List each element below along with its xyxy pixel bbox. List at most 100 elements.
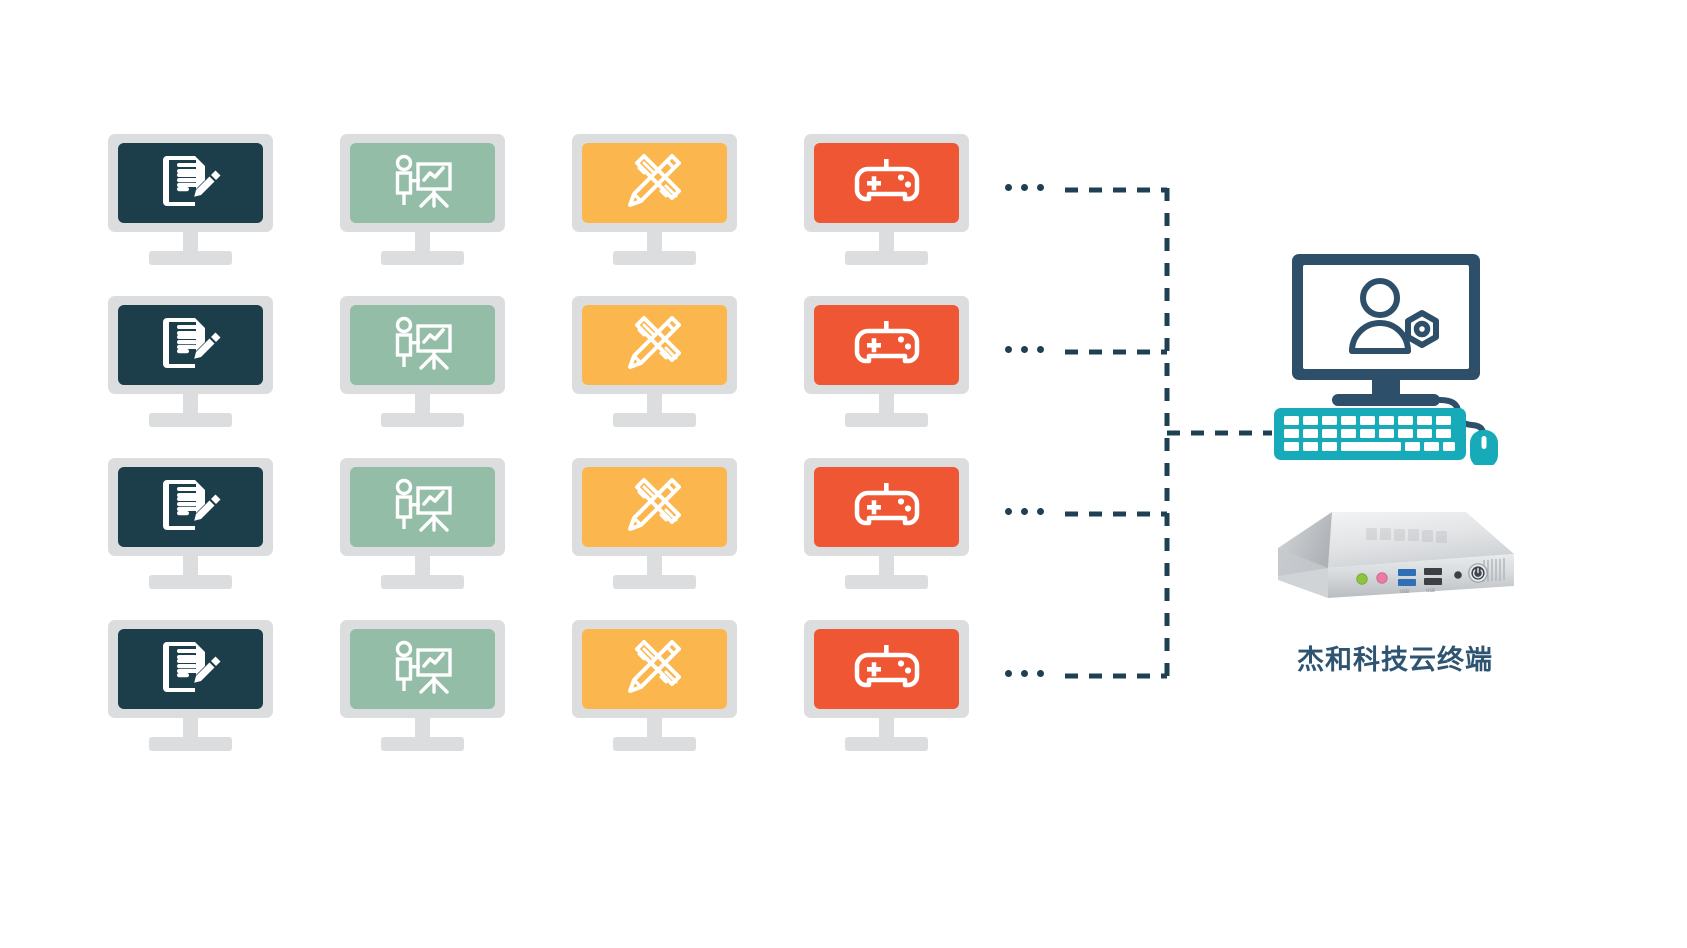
presentation-easel-icon [389,476,457,538]
gamepad-icon [852,479,922,535]
user-settings-icon [1349,278,1411,354]
mini-pc-logo [1366,528,1447,543]
ellipsis-dot [1021,670,1028,677]
mini-pc-device[interactable]: USB USB [1270,498,1520,628]
usb2-port-upper [1424,568,1442,575]
mini-pc-top [1328,512,1514,568]
mouse-icon [1470,430,1498,468]
pencil-ruler-icon [621,476,689,538]
monitor-screen [814,467,959,547]
monitor-screen [582,467,727,547]
monitor-base [149,575,232,589]
ellipsis-dot [1005,508,1012,515]
gamepad-icon [852,641,922,697]
ellipsis-row-2 [1005,346,1044,353]
ellipsis-dot [1021,184,1028,191]
monitor-screen [582,629,727,709]
host-monitor-foot [1332,394,1440,406]
monitor-screen [350,629,495,709]
ellipsis-dot [1005,346,1012,353]
monitor-neck [647,394,662,415]
ellipsis-dot [1021,346,1028,353]
monitor-neck [647,718,662,739]
client-monitor-r4c2[interactable] [340,620,505,751]
ellipsis-dot [1005,184,1012,191]
monitor-base [845,251,928,265]
client-monitor-r3c1[interactable] [108,458,273,589]
gear-hex-icon [1405,310,1439,348]
svg-text:USB: USB [1426,588,1435,594]
presentation-easel-icon [389,314,457,376]
monitor-base [845,413,928,427]
monitor-screen [118,629,263,709]
client-monitor-r4c1[interactable] [108,620,273,751]
client-monitor-r2c2[interactable] [340,296,505,427]
monitor-screen [350,305,495,385]
monitor-screen [814,629,959,709]
monitor-screen [814,305,959,385]
ellipsis-row-3 [1005,508,1044,515]
client-monitor-r1c3[interactable] [572,134,737,265]
monitor-screen [118,467,263,547]
client-monitor-r1c4[interactable] [804,134,969,265]
presentation-easel-icon [389,152,457,214]
mic-in-port [1376,572,1388,584]
monitor-neck [415,718,430,739]
gamepad-icon [852,317,922,373]
monitor-neck [415,394,430,415]
document-edit-icon [157,314,225,376]
host-desktop-set [1270,250,1500,470]
monitor-screen [582,305,727,385]
network-connector [1050,170,1290,700]
monitor-screen [814,143,959,223]
audio-jack [1454,571,1462,579]
monitor-neck [183,394,198,415]
client-monitor-r2c4[interactable] [804,296,969,427]
monitor-base [613,575,696,589]
mini-pc-vents [1483,558,1505,582]
client-monitor-r4c4[interactable] [804,620,969,751]
monitor-neck [879,232,894,253]
ellipsis-dot [1037,670,1044,677]
client-monitor-r3c2[interactable] [340,458,505,589]
client-monitor-r1c1[interactable] [108,134,273,265]
monitor-neck [879,718,894,739]
monitor-neck [879,556,894,577]
monitor-screen [350,467,495,547]
ellipsis-dot [1037,508,1044,515]
monitor-base [845,737,928,751]
client-monitor-r3c3[interactable] [572,458,737,589]
ellipsis-dot [1037,184,1044,191]
monitor-base [613,251,696,265]
document-edit-icon [157,638,225,700]
client-monitor-r4c3[interactable] [572,620,737,751]
document-edit-icon [157,476,225,538]
monitor-base [149,737,232,751]
pencil-ruler-icon [621,152,689,214]
svg-text:USB: USB [1400,589,1409,595]
monitor-neck [183,232,198,253]
pencil-ruler-icon [621,638,689,700]
client-monitor-r1c2[interactable] [340,134,505,265]
usb3-port-lower [1398,579,1416,586]
client-monitor-r3c4[interactable] [804,458,969,589]
monitor-neck [647,232,662,253]
monitor-base [381,251,464,265]
monitor-base [845,575,928,589]
client-monitor-r2c1[interactable] [108,296,273,427]
monitor-base [381,575,464,589]
usb3-port-upper [1398,569,1416,576]
ellipsis-row-4 [1005,670,1044,677]
host-monitor-neck [1372,380,1400,398]
ellipsis-dot [1037,346,1044,353]
mini-pc-port-labels: USB USB [1400,588,1435,595]
client-monitor-r2c3[interactable] [572,296,737,427]
mini-pc-front [1328,554,1514,598]
document-edit-icon [157,152,225,214]
monitor-base [613,737,696,751]
monitor-base [381,413,464,427]
monitor-neck [647,556,662,577]
device-caption: 杰和科技云终端 [1297,645,1493,676]
audio-out-port [1356,573,1368,585]
ellipsis-dot [1021,508,1028,515]
